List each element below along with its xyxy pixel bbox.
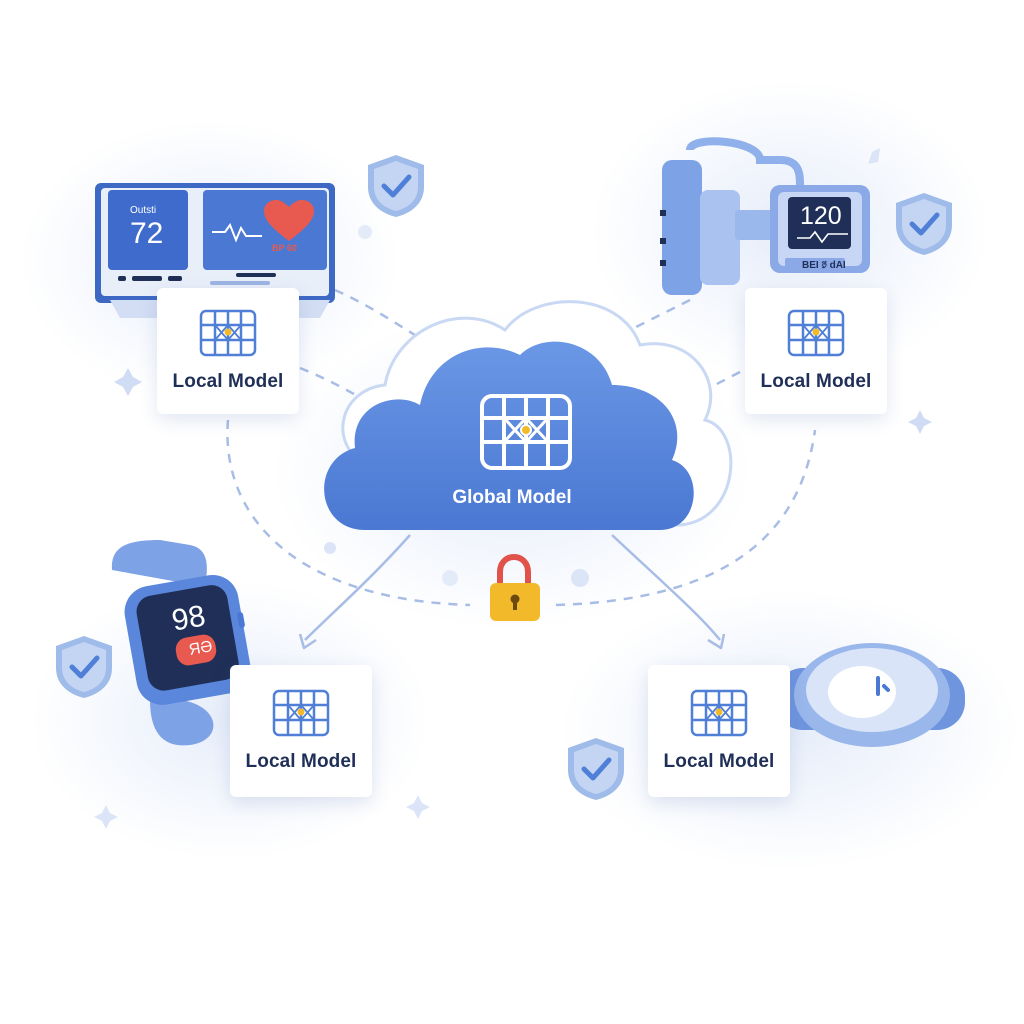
- local-model-label: Local Model: [172, 371, 284, 392]
- local-model-card-watch: Local Model: [230, 665, 372, 797]
- bp-reading: 120: [800, 202, 842, 230]
- neural-network-icon: [480, 394, 572, 470]
- global-model-label: Global Model: [452, 487, 572, 508]
- shield-check-icon: [896, 193, 952, 255]
- monitor-reading: 72: [130, 217, 164, 250]
- heart-icon: [264, 200, 314, 241]
- svg-text:BEI 🙑 dAI: BEI 🙑 dAI: [802, 260, 846, 271]
- neural-network-icon: [787, 309, 845, 357]
- svg-text:BP 60: BP 60: [272, 243, 297, 253]
- monitor-reading-sub: Outsti: [130, 205, 157, 216]
- local-model-card-bp: Local Model: [745, 288, 887, 414]
- shield-check-icon: [368, 155, 424, 217]
- neural-network-icon: [199, 309, 257, 357]
- local-model-label: Local Model: [245, 751, 357, 772]
- neural-network-icon: [690, 689, 748, 737]
- shield-check-icon: [56, 636, 112, 698]
- local-model-label: Local Model: [663, 751, 775, 772]
- local-model-card-band: Local Model: [648, 665, 790, 797]
- local-model-label: Local Model: [760, 371, 872, 392]
- shield-check-icon: [568, 738, 624, 800]
- neural-network-icon: [272, 689, 330, 737]
- local-model-card-monitor: Local Model: [157, 288, 299, 414]
